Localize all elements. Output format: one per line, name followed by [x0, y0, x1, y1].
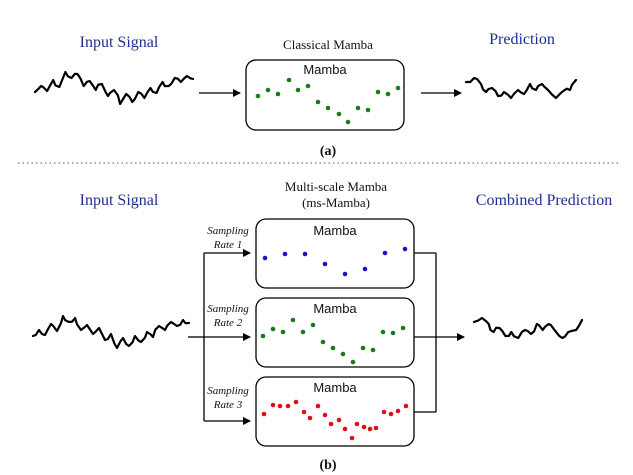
- rate-3-dot-19: [388, 411, 394, 417]
- mamba-dot-4: [286, 77, 292, 83]
- mamba-dot-13: [375, 89, 381, 95]
- rate-3-dot-10: [328, 421, 334, 427]
- rate-3-dot-8: [315, 403, 321, 409]
- rate-3-dot-12: [342, 426, 348, 432]
- panel-a: Input Signal Classical Mamba Prediction …: [33, 31, 578, 159]
- mamba-dot-11: [355, 105, 361, 111]
- mamba-dot-2: [265, 87, 271, 93]
- rate-2-dot-13: [380, 329, 386, 335]
- rate-3-dot-7: [307, 415, 313, 421]
- rate-2-dot-8: [330, 345, 336, 351]
- mamba-dot-7: [315, 99, 321, 105]
- mamba-dot-6: [305, 83, 311, 89]
- rate-3-dot-18: [381, 409, 387, 415]
- mamba-dot-1: [255, 93, 261, 99]
- rate-3-label-line1: Sampling: [207, 385, 249, 397]
- rate-1-label-line1: Sampling: [207, 225, 249, 237]
- rate-3-dot-4: [285, 403, 291, 409]
- rate-3-dot-11: [336, 417, 342, 423]
- panel-b-label: (b): [319, 458, 336, 473]
- split-connector: [188, 249, 251, 425]
- rate-2-label-line1: Sampling: [207, 303, 249, 315]
- rate-2-dot-9: [340, 351, 346, 357]
- panel-b-input-label: Input Signal: [80, 192, 159, 209]
- rate-2-label-line2: Rate 2: [213, 317, 243, 329]
- rate-3-label-line2: Rate 3: [213, 399, 243, 411]
- rate-2-dot-10: [350, 359, 356, 365]
- mamba-box-title: Mamba: [303, 62, 347, 77]
- rate-2-dot-3: [280, 329, 286, 335]
- rate-3-dot-5: [293, 399, 299, 405]
- mamba-box-title: Mamba: [313, 223, 357, 238]
- mamba-dot-14: [385, 91, 391, 97]
- rate-1-dot-8: [402, 246, 408, 252]
- rate-1-dot-4: [322, 261, 328, 267]
- rate-2-dot-1: [260, 333, 266, 339]
- rate-3-dot-16: [367, 426, 373, 432]
- panel-b-model-label-line2: (ms-Mamba): [302, 195, 370, 210]
- rate-3-dot-2: [270, 402, 276, 408]
- combined-prediction-wave: [472, 316, 584, 340]
- rate-3-dot-9: [322, 412, 328, 418]
- mamba-box-title: Mamba: [313, 301, 357, 316]
- input-signal-wave: [33, 70, 195, 106]
- mamba-dot-5: [295, 87, 301, 93]
- panel-a-input-label: Input Signal: [80, 34, 159, 51]
- branch-rate-1: Sampling Rate 1 Mamba: [207, 218, 415, 289]
- panel-b-model-label-line1: Multi-scale Mamba: [285, 179, 387, 194]
- rate-3-dot-17: [373, 425, 379, 431]
- rate-2-dot-7: [320, 339, 326, 345]
- mamba-dot-3: [275, 91, 281, 97]
- mamba-box: [245, 59, 405, 131]
- mamba-dot-12: [365, 107, 371, 113]
- rate-2-dot-5: [300, 329, 306, 335]
- mamba-box-title: Mamba: [313, 380, 357, 395]
- prediction-wave: [464, 76, 578, 100]
- rate-1-dot-1: [262, 255, 268, 261]
- rate-2-dot-12: [370, 347, 376, 353]
- mamba-dot-9: [336, 111, 342, 117]
- panel-a-label: (a): [320, 144, 337, 159]
- panel-a-output-label: Prediction: [489, 31, 555, 48]
- rate-2-dot-6: [310, 322, 316, 328]
- combine-connector: [414, 252, 465, 413]
- branch-rate-3: Sampling Rate 3 Mamba: [207, 376, 415, 447]
- panel-b: Input Signal Multi-scale Mamba (ms-Mamba…: [31, 179, 612, 473]
- rate-3-dot-21: [403, 403, 409, 409]
- mamba-dot-8: [325, 105, 331, 111]
- rate-3-dot-14: [354, 421, 360, 427]
- rate-1-dot-6: [362, 266, 368, 272]
- rate-2-dot-sequence: [260, 317, 406, 365]
- rate-3-dot-3: [277, 403, 283, 409]
- panel-b-output-label: Combined Prediction: [476, 192, 612, 209]
- rate-1-dot-7: [382, 250, 388, 256]
- rate-3-dot-15: [361, 424, 367, 430]
- rate-1-dot-2: [282, 251, 288, 257]
- mamba-dot-sequence: [255, 77, 401, 125]
- rate-2-dot-14: [390, 330, 396, 336]
- rate-3-dot-13: [349, 435, 355, 441]
- mamba-dot-10: [345, 119, 351, 125]
- rate-1-dot-sequence: [262, 246, 408, 277]
- rate-3-dot-6: [301, 409, 307, 415]
- branch-rate-2: Sampling Rate 2 Mamba: [207, 297, 415, 368]
- rate-2-dot-15: [400, 325, 406, 331]
- mamba-dot-15: [395, 85, 401, 91]
- rate-2-dot-11: [360, 345, 366, 351]
- rate-1-dot-3: [302, 251, 308, 257]
- rate-3-dot-1: [261, 411, 267, 417]
- rate-1-label-line2: Rate 1: [213, 239, 242, 251]
- rate-2-dot-2: [270, 326, 276, 332]
- rate-2-dot-4: [290, 317, 296, 323]
- rate-1-dot-5: [342, 271, 348, 277]
- input-signal-wave: [31, 314, 191, 350]
- rate-3-dot-sequence: [261, 399, 409, 441]
- panel-a-model-label: Classical Mamba: [283, 37, 373, 52]
- rate-3-dot-20: [395, 408, 401, 414]
